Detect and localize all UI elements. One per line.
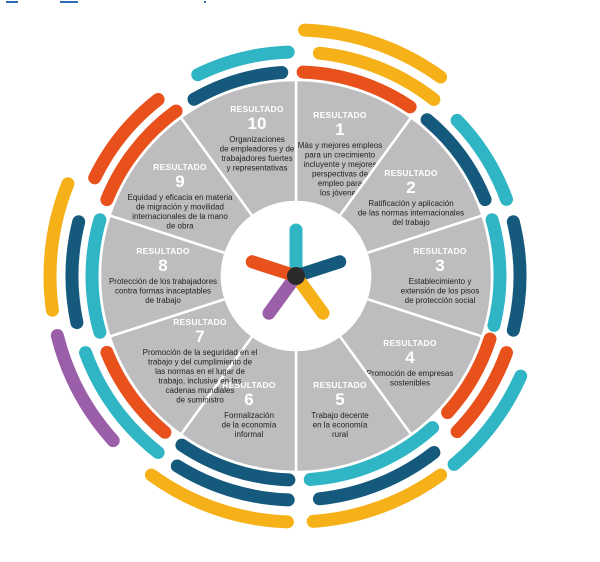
navy-arc-band bbox=[506, 215, 527, 337]
result-description-line: trabajo, inclusive en las bbox=[158, 377, 241, 386]
result-heading: RESULTADO bbox=[313, 380, 367, 390]
orange-arc-band bbox=[450, 346, 513, 439]
teal-arc-band bbox=[85, 213, 107, 339]
result-description-line: del trabajo bbox=[392, 218, 430, 227]
teal-arc-band bbox=[79, 346, 165, 459]
result-description-line: Formalización bbox=[224, 411, 274, 420]
result-heading: RESULTADO bbox=[173, 317, 227, 327]
result-segment-10 bbox=[179, 78, 298, 218]
result-heading: RESULTADO bbox=[313, 110, 367, 120]
result-description-line: las normas en el lugar de bbox=[155, 367, 245, 376]
result-number: 2 bbox=[406, 178, 415, 197]
result-description-line: Promoción de la seguridad en el bbox=[143, 348, 258, 357]
navy-arc-band bbox=[170, 459, 295, 507]
result-description-line: trabajadores fuertes bbox=[221, 154, 292, 163]
result-number: 1 bbox=[335, 120, 344, 139]
orange-arc-band bbox=[100, 104, 183, 207]
result-description-line: Protección de los trabajadores bbox=[109, 277, 217, 286]
result-description-line: de empleadores y de bbox=[220, 145, 295, 154]
yellow-arc-band bbox=[312, 46, 441, 106]
result-description-line: de la economía bbox=[222, 421, 277, 430]
top-edge-mark bbox=[204, 1, 206, 3]
yellow-arc-band bbox=[43, 177, 75, 317]
result-description-line: Promoción de empresas bbox=[367, 369, 454, 378]
purple-arc-band bbox=[50, 329, 120, 448]
result-description-line: para un crecimiento bbox=[305, 151, 376, 160]
navy-arc-band bbox=[65, 215, 86, 330]
result-description-line: sostenibles bbox=[390, 379, 430, 388]
result-description-line: Más y mejores empleos bbox=[298, 141, 382, 150]
result-description-line: los jóvenes bbox=[320, 189, 360, 198]
top-edge-mark bbox=[60, 1, 78, 3]
result-heading: RESULTADO bbox=[383, 338, 437, 348]
result-description-line: contra formas inaceptables bbox=[115, 287, 211, 296]
result-heading: RESULTADO bbox=[153, 162, 207, 172]
result-description-line: rural bbox=[332, 430, 348, 439]
result-description-line: internacionales de la mano bbox=[132, 212, 228, 221]
yellow-arc-band bbox=[298, 23, 448, 84]
result-description-line: Establecimiento y bbox=[409, 277, 472, 286]
teal-arc-band bbox=[450, 113, 513, 206]
result-description-line: cadenas mundiales bbox=[166, 386, 235, 395]
navy-arc-band bbox=[175, 438, 296, 487]
result-heading: RESULTADO bbox=[384, 168, 438, 178]
orange-arc-band bbox=[441, 332, 497, 419]
result-description-line: trabajo y del cumplimiento de bbox=[148, 358, 253, 367]
result-number: 5 bbox=[335, 390, 344, 409]
result-description-line: y representativas bbox=[227, 164, 288, 173]
result-description-line: de migración y movilidad bbox=[136, 203, 224, 212]
navy-arc-band bbox=[420, 113, 492, 207]
result-description-line: informal bbox=[235, 430, 264, 439]
result-heading: RESULTADO bbox=[136, 246, 190, 256]
result-description-line: incluyente y mejores bbox=[304, 160, 377, 169]
orange-arc-band bbox=[296, 65, 417, 114]
result-number: 4 bbox=[405, 348, 415, 367]
result-number: 6 bbox=[244, 390, 253, 409]
yellow-arc-band bbox=[144, 468, 294, 529]
result-number: 7 bbox=[195, 327, 204, 346]
result-description-line: en la economía bbox=[313, 421, 368, 430]
result-description-line: empleo para bbox=[318, 179, 363, 188]
result-description-line: Ratificación y aplicación bbox=[368, 199, 453, 208]
result-number: 10 bbox=[248, 114, 267, 133]
result-description-line: perspectivas de bbox=[312, 170, 369, 179]
orange-arc-band bbox=[100, 345, 172, 439]
result-heading: RESULTADO bbox=[413, 246, 467, 256]
result-description-line: de obra bbox=[166, 222, 194, 231]
hub-center-dot bbox=[287, 267, 305, 285]
result-number: 9 bbox=[175, 172, 184, 191]
navy-arc-band bbox=[312, 446, 441, 506]
result-description-line: de las normas internacionales bbox=[358, 209, 464, 218]
outer-color-arcs bbox=[43, 23, 528, 529]
teal-arc-band bbox=[191, 45, 295, 82]
result-number: 3 bbox=[435, 256, 444, 275]
result-heading: RESULTADO bbox=[222, 380, 276, 390]
result-description-line: Organizaciones bbox=[229, 135, 285, 144]
result-description-line: Trabajo decente bbox=[311, 411, 369, 420]
result-description-line: de protección social bbox=[405, 296, 476, 305]
top-edge-mark bbox=[6, 1, 18, 3]
result-description-line: extensión de los pisos bbox=[401, 287, 480, 296]
center-hub bbox=[224, 204, 368, 348]
result-description-line: Equidad y eficacia en materia bbox=[128, 193, 234, 202]
teal-arc-band bbox=[303, 421, 439, 486]
orange-arc-band bbox=[88, 93, 165, 185]
result-description-line: de trabajo bbox=[145, 296, 181, 305]
teal-arc-band bbox=[447, 369, 528, 471]
result-number: 8 bbox=[158, 256, 167, 275]
navy-arc-band bbox=[187, 66, 289, 106]
result-heading: RESULTADO bbox=[230, 104, 284, 114]
result-description-line: de suministro bbox=[176, 396, 224, 405]
yellow-arc-band bbox=[306, 468, 448, 528]
teal-arc-band bbox=[485, 213, 507, 332]
